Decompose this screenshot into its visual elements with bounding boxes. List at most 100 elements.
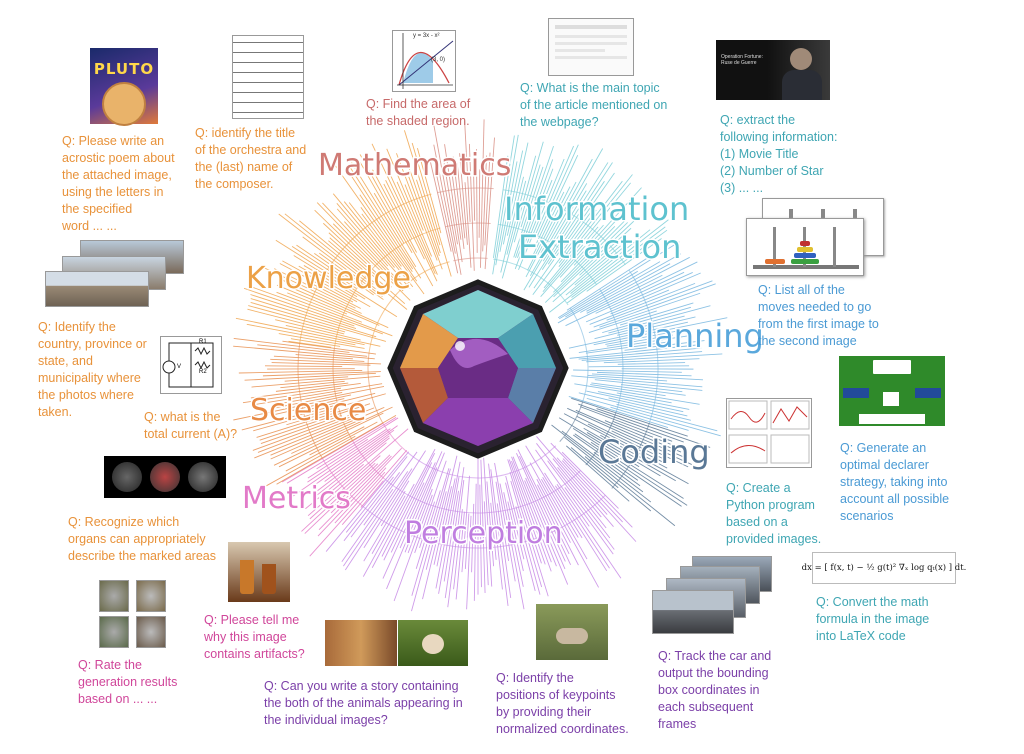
street-photo-1 [45,271,149,307]
movie-title-text: Operation Fortune: Ruse de Guerre [721,54,763,66]
drink-photo-thumbnail [228,542,290,602]
question-line: acrostic poem about [62,151,175,165]
information-extraction-label-line2: Extraction [518,228,681,266]
question-line: each subsequent [658,700,754,714]
question-line: based on a [726,515,788,529]
circuit-thumbnail: R1 R2 V [160,336,222,394]
question-latex: Q: Convert the math formula in the image i… [816,594,929,645]
question-line: (3) ... ... [720,181,764,195]
question-keypoints: Q: Identify the positions of keypoints by … [496,670,629,738]
mathematics-branch-rays [429,119,495,275]
question-line: Q: Recognize which [68,515,180,529]
question-line: municipality where [38,371,141,385]
question-line: the (last) name of [195,160,293,174]
movie-page-thumbnail: Operation Fortune: Ruse de Guerre [716,40,830,100]
question-line: country, province or [38,337,147,351]
circuit-label-r2: R2 [199,369,207,375]
question-line: optimal declarer [840,458,929,472]
math-point-label: (3, 0) [431,57,446,63]
question-line: Q: Can you write a story containing [264,679,459,693]
question-line: of the article mentioned on [520,98,668,112]
question-line: generation results [78,675,178,689]
question-line: organs can appropriately [68,532,206,546]
question-line: Q: identify the title [195,126,296,140]
mathematics-label: Mathematics [318,148,511,183]
question-orchestra: Q: identify the title of the orchestra an… [195,125,306,193]
question-acrostic: Q: Please write an acrostic poem about the… [62,133,175,235]
antelope-photo-thumbnail [536,604,608,660]
question-line: of the orchestra and [195,143,307,157]
question-line: positions of keypoints [496,688,616,702]
question-organs: Q: Recognize which organs can appropriate… [68,514,216,565]
pluto-title: PLUTO [93,60,155,78]
question-bridge: Q: Generate an optimal declarer strategy, … [840,440,949,525]
planning-label: Planning [626,317,764,355]
question-line: moves needed to go [758,300,872,314]
bridge-card-game-thumbnail [839,356,945,426]
question-line: Q: Identify the [496,671,574,685]
math-equation-label: y = 3x - x² [413,33,440,39]
math-graph-thumbnail: y = 3x - x² (3, 0) [392,30,456,92]
question-line: Q: Generate an [840,441,927,455]
question-line: from the first image to [758,317,879,331]
question-line: normalized coordinates. [496,722,629,736]
puppy-photo-thumbnail [398,620,468,666]
question-line: the attached image, [62,168,172,182]
planet-icon [102,82,146,126]
question-line: Python program [726,498,815,512]
question-line: Q: Create a [726,481,791,495]
question-line: (2) Number of Star [720,164,824,178]
question-line: using the letters in [62,185,164,199]
webpage-thumbnail [548,18,634,76]
question-line: provided images. [726,532,822,546]
information-extraction-branch-rays [492,134,669,313]
question-line: Q: Convert the math [816,595,929,609]
hanoi-tower-thumbnail [746,218,864,276]
question-line: Q: Rate the [78,658,142,672]
formula-text: dx = [ f(x, t) − ½ g(t)² ∇ₓ log qₜ(x) ] … [801,563,967,573]
question-line: Q: Find the area of [366,97,471,111]
question-line: strategy, taking into [840,475,948,489]
question-line: the second image [758,334,857,348]
question-line: contains artifacts? [204,647,305,661]
question-line: why this image [204,630,287,644]
information-extraction-label: Information [504,190,689,228]
organ-scan-thumbnail [104,456,226,498]
coding-branch-rays [551,397,711,527]
metrics-label: Metrics [242,481,351,516]
question-line: into LaTeX code [816,629,906,643]
planning-branch-rays [557,241,728,437]
question-line: Q: extract the [720,113,796,127]
coding-label: Coding [598,433,710,471]
question-line: Q: Please tell me [204,613,300,627]
question-line: frames [658,717,697,731]
question-line: the individual images? [264,713,388,727]
kittens-photo-thumbnail [325,620,397,666]
knowledge-label: Knowledge [246,261,411,296]
question-rate: Q: Rate the generation results based on ..… [78,657,177,708]
question-line: formula in the image [816,612,930,626]
question-line: following information: [720,130,838,144]
question-line: the webpage? [520,115,599,129]
car-frame-1 [652,590,734,634]
question-artifacts: Q: Please tell me why this image contains … [204,612,305,663]
question-line: output the bounding [658,666,769,680]
question-line: taken. [38,405,73,419]
perception-label: Perception [404,516,563,551]
science-label: Science [250,393,366,428]
question-line: Q: Track the car and [658,649,772,663]
question-line: Q: what is the [144,410,221,424]
question-circuit: Q: what is the total current (A)? [144,409,237,443]
question-line: total current (A)? [144,427,238,441]
generated-cat-3 [99,616,129,648]
generated-cat-4 [136,616,166,648]
question-line: account all possible [840,492,950,506]
question-line: Q: Identify the [38,320,116,334]
circuit-label-r1: R1 [199,339,207,345]
question-line: Q: Please write an [62,134,165,148]
question-line: based on ... ... [78,692,158,706]
question-line: by providing their [496,705,592,719]
